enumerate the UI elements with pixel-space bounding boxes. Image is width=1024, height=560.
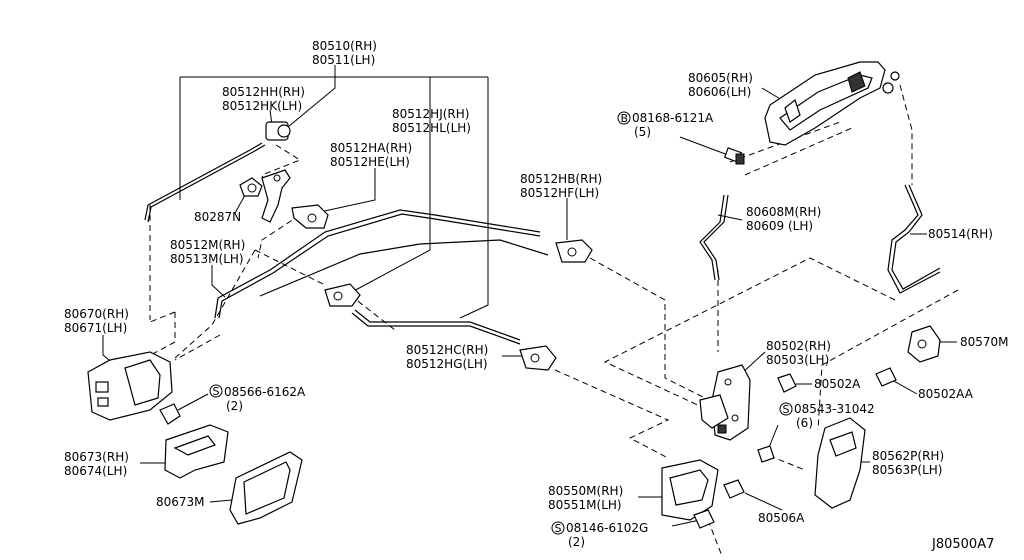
label-80512HC-line2: 80512HG(LH) <box>406 357 488 371</box>
clip-80512HA <box>291 204 329 229</box>
circle-markers: S B S S <box>209 111 793 535</box>
label-80512HJ-line1: 80512HJ(RH) <box>392 107 469 121</box>
label-08566-line2: (2) <box>226 399 243 413</box>
label-80512M-line2: 80513M(LH) <box>170 252 244 266</box>
bracket-80562P <box>814 417 866 509</box>
rods <box>144 142 941 345</box>
dashed-assembly-lines <box>144 84 959 557</box>
escutcheon-80673M <box>229 451 303 525</box>
label-08168-line2: (5) <box>634 125 651 139</box>
bracket-small <box>261 169 291 223</box>
label-80512HH-line1: 80512HH(RH) <box>222 85 305 99</box>
label-80512HH-line2: 80512HK(LH) <box>222 99 302 113</box>
label-80512HB-line2: 80512HF(LH) <box>520 186 599 200</box>
label-80506A: 80506A <box>758 511 805 525</box>
label-80562P-line1: 80562P(RH) <box>872 449 944 463</box>
screw-80502AA <box>875 367 897 387</box>
label-08146-line2: (2) <box>568 535 585 549</box>
clip-80287N <box>239 177 263 197</box>
marker-08168-circle <box>617 111 631 125</box>
label-80287N: 80287N <box>194 210 241 224</box>
label-08146-line1: 08146-6102G <box>566 521 648 535</box>
diagram-code: J80500A7 <box>931 537 994 552</box>
marker-08168-text: B <box>621 112 629 125</box>
label-80673-line2: 80674(LH) <box>64 464 127 478</box>
label-80502AA: 80502AA <box>918 387 974 401</box>
label-08543-line1: 08543-31042 <box>794 402 875 416</box>
label-80510-line2: 80511(LH) <box>312 53 375 67</box>
label-80510-line1: 80510(RH) <box>312 39 377 53</box>
label-08566-line1: 08566-6162A <box>224 385 306 399</box>
inside-handle <box>87 351 173 421</box>
label-80673-line1: 80673(RH) <box>64 450 129 464</box>
label-80512M-line1: 80512M(RH) <box>170 238 245 252</box>
escutcheon-80673 <box>164 424 229 479</box>
marker-08543-text: S <box>783 403 790 416</box>
door-lock-actuator <box>699 364 751 441</box>
label-80512HJ-line2: 80512HL(LH) <box>392 121 471 135</box>
screw-80506A <box>723 479 745 499</box>
clip-80512HJ <box>324 283 361 307</box>
label-80605-line2: 80606(LH) <box>688 85 751 99</box>
label-80512HA-line1: 80512HA(RH) <box>330 141 412 155</box>
label-80550M-line2: 80551M(LH) <box>548 498 622 512</box>
label-80605-line1: 80605(RH) <box>688 71 753 85</box>
label-80514: 80514(RH) <box>928 227 993 241</box>
label-08168-line1: 08168-6121A <box>632 111 714 125</box>
outside-handle <box>764 61 900 146</box>
label-80550M-line1: 80550M(RH) <box>548 484 623 498</box>
label-80673M: 80673M <box>156 495 205 509</box>
marker-08543-circle <box>779 402 793 416</box>
label-80562P-line2: 80563P(LH) <box>872 463 942 477</box>
label-80608M-line2: 80609 (LH) <box>746 219 813 233</box>
label-80512HA-line2: 80512HE(LH) <box>330 155 410 169</box>
screw-actuator <box>757 445 775 463</box>
label-08543-line2: (6) <box>796 416 813 430</box>
screw-08566 <box>159 403 181 425</box>
label-80502-line2: 80503(LH) <box>766 353 829 367</box>
label-80608M-line1: 80608M(RH) <box>746 205 821 219</box>
clip-80512HB <box>555 239 593 263</box>
screw-08146 <box>693 509 715 529</box>
part-labels: 80510(RH) 80511(LH) 80512HH(RH) 80512HK(… <box>64 39 1009 552</box>
clip-80512HC <box>519 345 557 371</box>
marker-08566-circle <box>209 384 223 398</box>
marker-08146-text: S <box>555 522 562 535</box>
marker-08146-circle <box>551 521 565 535</box>
label-80670-line2: 80671(LH) <box>64 321 127 335</box>
label-80512HC-line1: 80512HC(RH) <box>406 343 488 357</box>
label-80502-line1: 80502(RH) <box>766 339 831 353</box>
clip-80512HH <box>265 121 291 141</box>
label-80512HB-line1: 80512HB(RH) <box>520 172 602 186</box>
leader-lines <box>102 65 957 527</box>
marker-08566-text: S <box>213 385 220 398</box>
lock-80550M <box>661 459 719 521</box>
screw-80502A <box>777 373 797 393</box>
label-80502A: 80502A <box>814 377 861 391</box>
bolt-08168 <box>723 147 745 165</box>
label-80670-line1: 80670(RH) <box>64 307 129 321</box>
striker-80570M <box>907 325 941 363</box>
label-80570M: 80570M <box>960 335 1009 349</box>
